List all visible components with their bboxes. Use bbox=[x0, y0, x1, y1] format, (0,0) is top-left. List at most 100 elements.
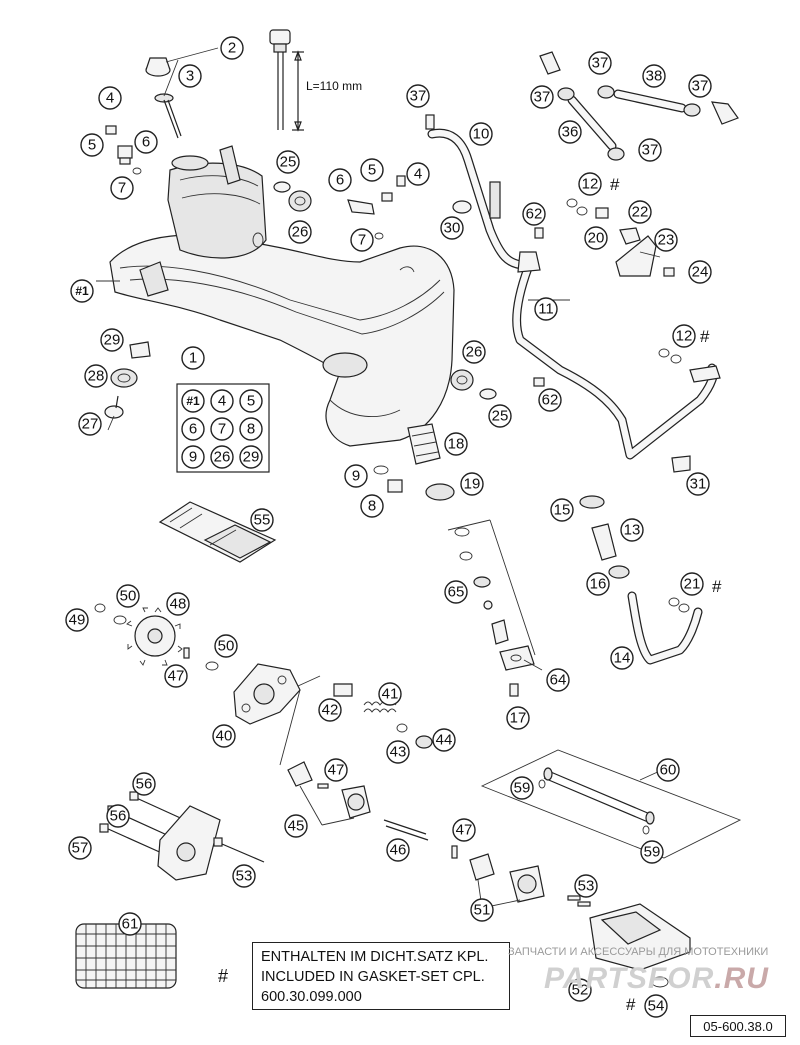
callout-circle bbox=[672, 324, 696, 348]
callout-number: 5 bbox=[88, 137, 96, 154]
note-hash: # bbox=[218, 966, 229, 986]
callout-c41: 41 bbox=[378, 682, 402, 706]
kit-item: 7 bbox=[210, 417, 234, 441]
kit-item-circle bbox=[239, 445, 263, 469]
callout-c18: 18 bbox=[444, 432, 468, 456]
callout-circle bbox=[546, 668, 570, 692]
callout-circle bbox=[178, 64, 202, 88]
callout-c37b: 37 bbox=[588, 51, 612, 75]
dimension-label: L=110 mm bbox=[306, 79, 362, 93]
callout-circle bbox=[628, 200, 652, 224]
oil-filler-cap bbox=[145, 57, 182, 139]
callout-number: 40 bbox=[216, 728, 233, 745]
callout-number: #1 bbox=[75, 284, 89, 298]
pump-rotor-45-46 bbox=[287, 761, 458, 859]
callout-c7b: 7 bbox=[350, 228, 374, 252]
callout-c59b: 59 bbox=[640, 840, 664, 864]
callout-circle bbox=[284, 814, 308, 838]
callout-c23: 23 bbox=[654, 228, 678, 252]
callout-circle bbox=[350, 228, 374, 252]
kit-item: 9 bbox=[181, 445, 205, 469]
callout-number: 62 bbox=[542, 392, 559, 409]
callout-c53b: 53 bbox=[574, 874, 598, 898]
kit-item: #1 bbox=[181, 389, 205, 413]
callout-circle bbox=[324, 758, 348, 782]
callout-c22: 22 bbox=[628, 200, 652, 224]
callout-c27: 27 bbox=[78, 412, 102, 436]
callout-number: 4 bbox=[106, 90, 114, 107]
callout-circle bbox=[568, 978, 592, 1002]
callout-c9: 9 bbox=[344, 464, 368, 488]
callout-c5b: 5 bbox=[360, 158, 384, 182]
watermark-brand: PARTSFOR.RU bbox=[544, 962, 769, 996]
callout-c64: 64 bbox=[546, 668, 570, 692]
callout-number: 53 bbox=[578, 878, 595, 895]
callout-c21: 21 bbox=[680, 572, 704, 596]
callout-number: 6 bbox=[336, 172, 344, 189]
kit-item-number: #1 bbox=[186, 394, 200, 408]
callout-number: 43 bbox=[390, 744, 407, 761]
callout-circle bbox=[586, 572, 610, 596]
callout-c19: 19 bbox=[460, 472, 484, 496]
callout-c62b: 62 bbox=[538, 388, 562, 412]
callout-circle bbox=[642, 64, 666, 88]
callout-circle bbox=[578, 172, 602, 196]
callout-c37d: 37 bbox=[530, 85, 554, 109]
callout-c26a: 26 bbox=[288, 220, 312, 244]
callout-circle bbox=[460, 472, 484, 496]
callout-circle bbox=[620, 518, 644, 542]
callout-circle bbox=[610, 646, 634, 670]
callout-c10: 10 bbox=[469, 122, 493, 146]
callout-c11: 11 bbox=[534, 297, 558, 321]
callout-circle bbox=[80, 133, 104, 157]
callout-number: 20 bbox=[588, 230, 605, 247]
kit-item-circle bbox=[239, 389, 263, 413]
callout-c28: 28 bbox=[84, 364, 108, 388]
callout-c42: 42 bbox=[318, 698, 342, 722]
callout-circle bbox=[654, 228, 678, 252]
callout-c60: 60 bbox=[656, 758, 680, 782]
callout-circle bbox=[510, 776, 534, 800]
pump-valve-41-44 bbox=[279, 675, 433, 766]
callout-c52: 52 bbox=[568, 978, 592, 1002]
callout-number: 9 bbox=[352, 468, 360, 485]
callout-number: 11 bbox=[538, 301, 554, 318]
mount-group-27-29 bbox=[104, 341, 151, 419]
callout-circle bbox=[250, 508, 274, 532]
kit-item-number: 29 bbox=[243, 449, 260, 466]
callout-c6a: 6 bbox=[134, 130, 158, 154]
callout-number: 60 bbox=[660, 762, 677, 779]
callout-c61: 61 bbox=[118, 912, 142, 936]
callout-circle bbox=[360, 494, 384, 518]
callout-circle bbox=[550, 498, 574, 522]
callout-circle bbox=[166, 592, 190, 616]
callout-number: 56 bbox=[110, 808, 127, 825]
callout-circle bbox=[318, 698, 342, 722]
callout-number: 26 bbox=[466, 344, 483, 361]
kit-item-number: 8 bbox=[247, 421, 255, 438]
kit-item-circle bbox=[181, 417, 205, 441]
callout-circle bbox=[378, 682, 402, 706]
callout-c65: 65 bbox=[444, 580, 468, 604]
callout-number: 36 bbox=[562, 124, 579, 141]
oil-pipe-14 bbox=[627, 591, 703, 665]
callout-circle bbox=[164, 664, 188, 688]
callout-c56a: 56 bbox=[132, 772, 156, 796]
callout-c6b: 6 bbox=[328, 168, 352, 192]
oil-tank-frame bbox=[109, 145, 455, 447]
callout-circle bbox=[406, 84, 430, 108]
callout-number: 37 bbox=[592, 55, 609, 72]
callout-circle bbox=[212, 724, 236, 748]
callout-number: 5 bbox=[368, 162, 376, 179]
oil-filter-61 bbox=[75, 923, 177, 989]
callout-circle bbox=[558, 120, 582, 144]
callout-c4a: 4 bbox=[98, 86, 122, 110]
callout-circle bbox=[640, 840, 664, 864]
callout-circle bbox=[276, 150, 300, 174]
callout-circle bbox=[406, 162, 430, 186]
callout-circle bbox=[386, 838, 410, 862]
kit-item: 5 bbox=[239, 389, 263, 413]
watermark-brand-name: PARTSFOR bbox=[544, 962, 715, 995]
callout-c16: 16 bbox=[586, 572, 610, 596]
